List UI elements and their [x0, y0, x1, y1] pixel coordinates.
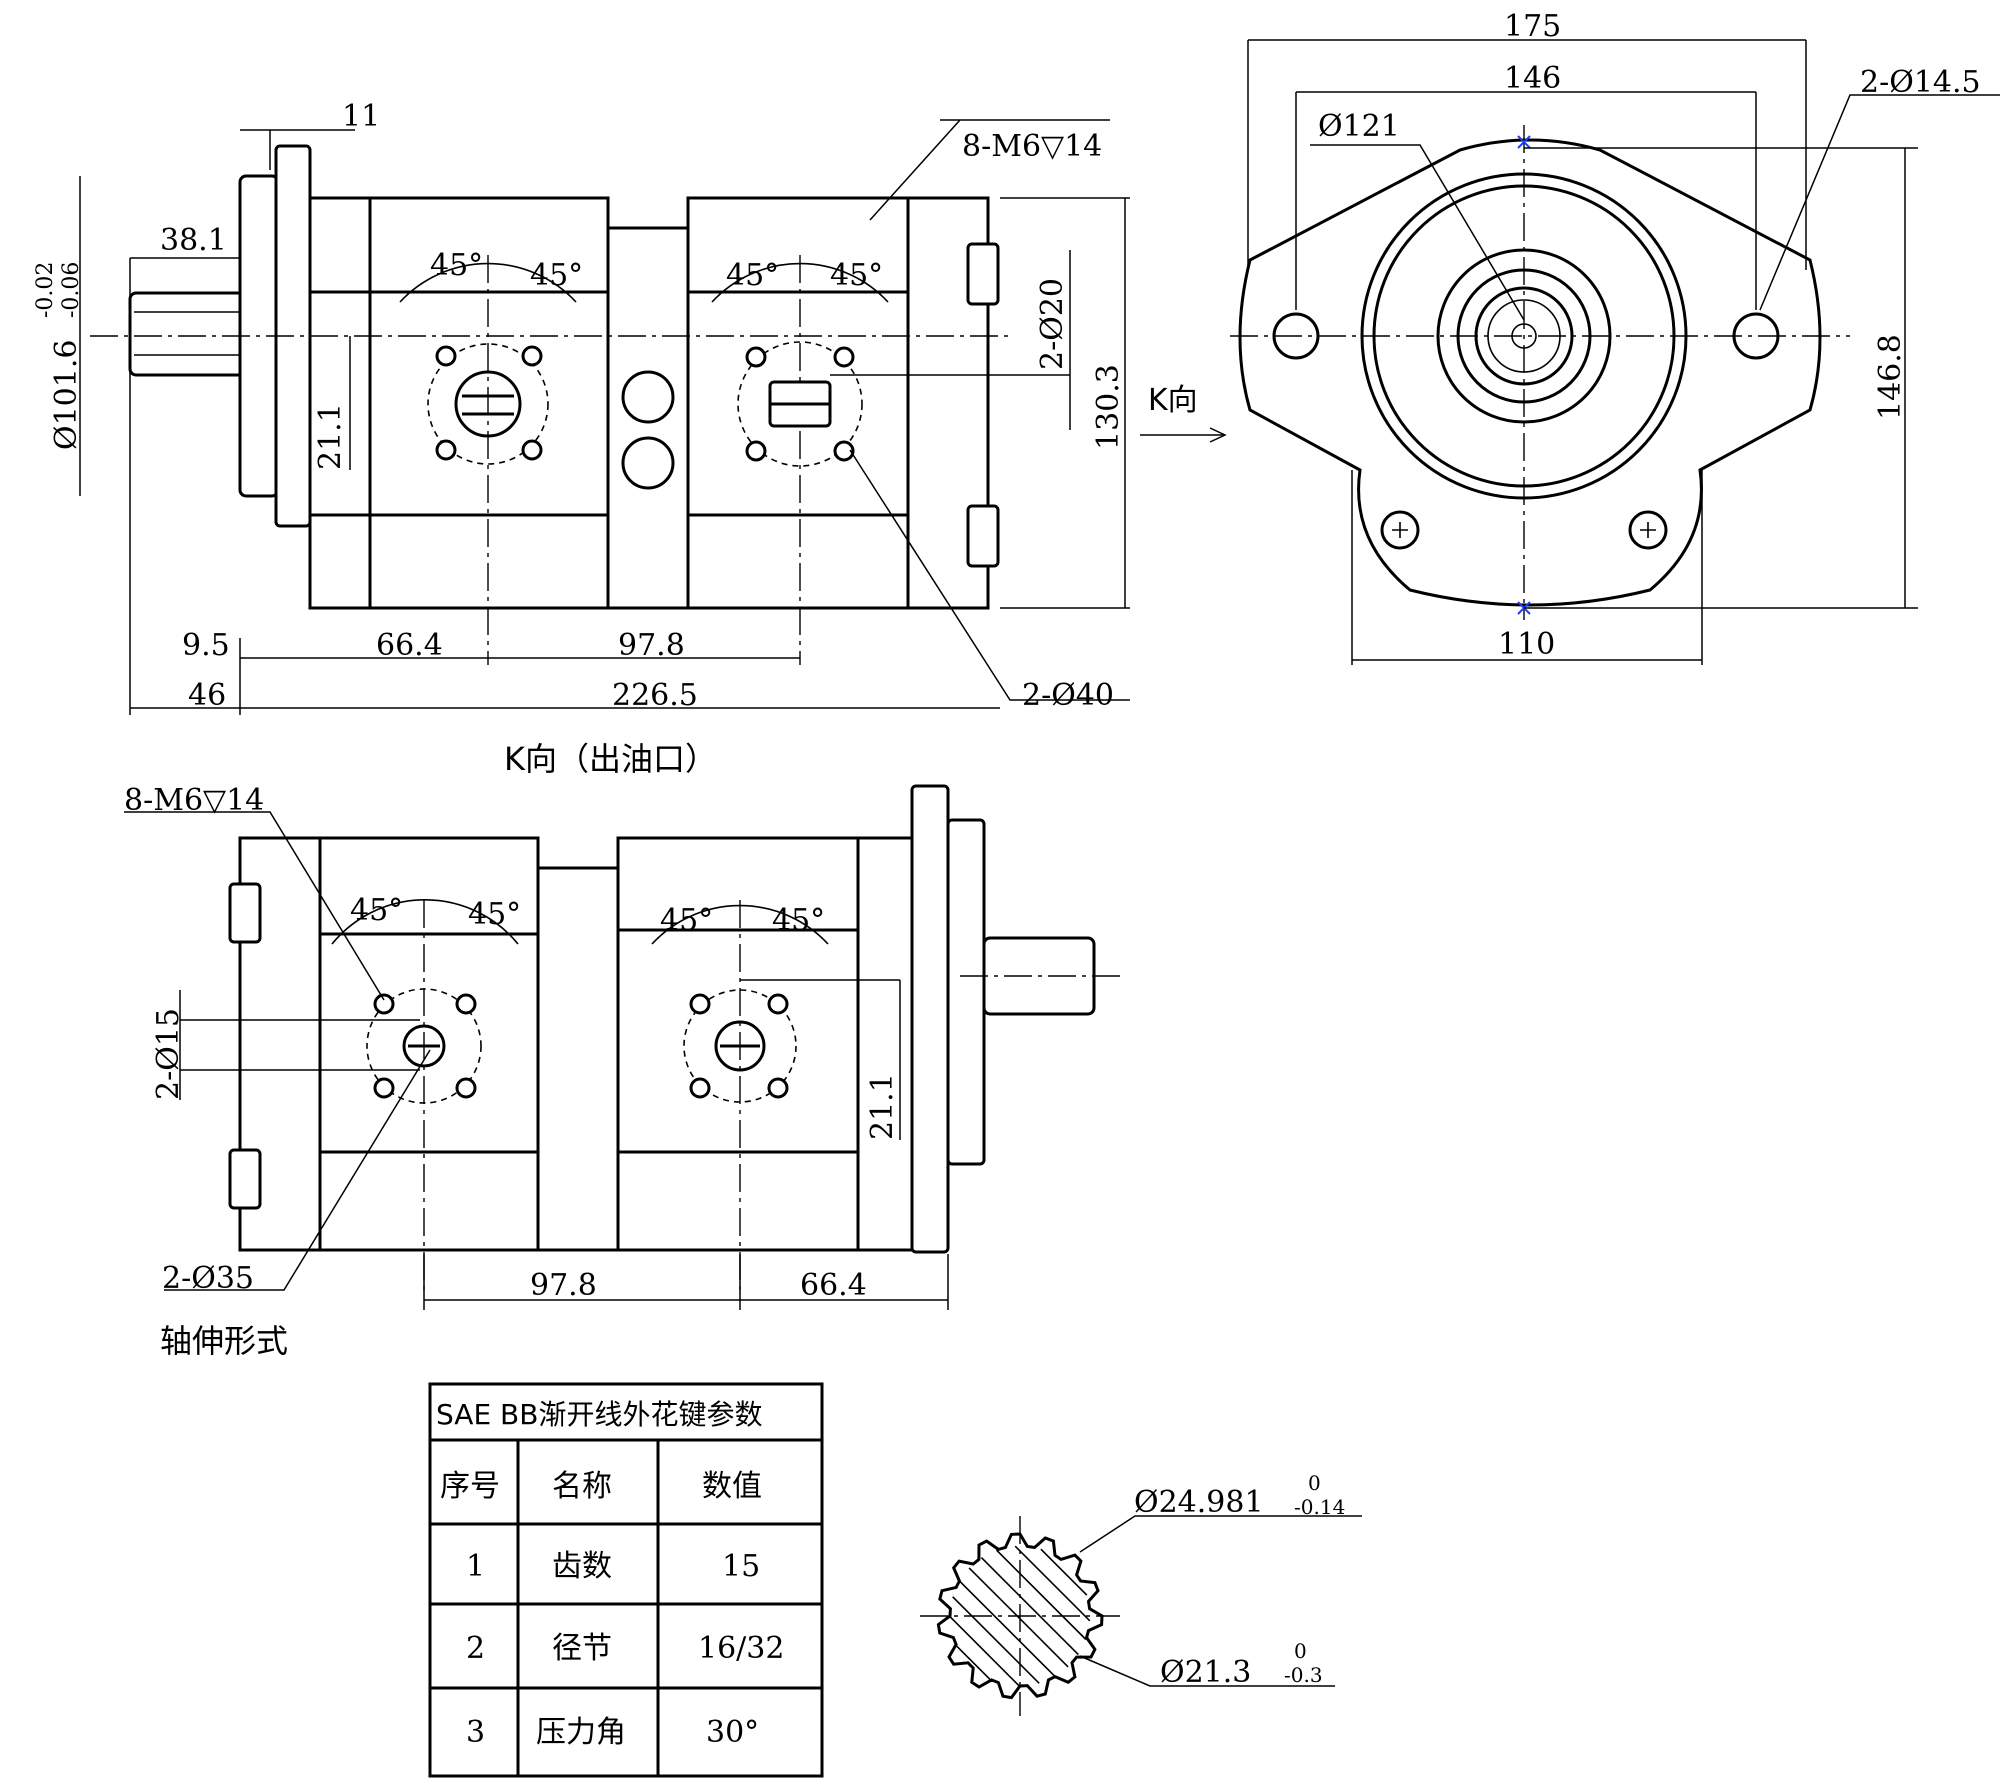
- dim-11: 11: [342, 99, 380, 134]
- k-port-small: [402, 1024, 446, 1068]
- spline-outer-tol-lower: -0.14: [1294, 1495, 1345, 1519]
- table-cell-r3-no: 3: [466, 1715, 485, 1750]
- k-dim-97-8: 97.8: [530, 1268, 597, 1303]
- end-flange: [1238, 138, 1822, 607]
- k-dim-port-dia-15: 2-Ø15: [151, 1008, 186, 1100]
- section-hatch-line: [968, 1567, 1069, 1668]
- spline-parameter-table: [428, 1382, 824, 1778]
- k-dim-port-dia-35: 2-Ø35: [162, 1261, 254, 1296]
- front-view: [79, 119, 1227, 715]
- connector-block: [606, 226, 690, 610]
- dim-21-1: 21.1: [313, 403, 348, 470]
- dim-97-8: 97.8: [618, 628, 685, 663]
- angle-label-1: 45°: [430, 248, 483, 283]
- table-cell-r2-value: 16/32: [698, 1631, 784, 1666]
- dim-dia-121: Ø121: [1318, 109, 1400, 144]
- dim-130-3: 130.3: [1091, 364, 1126, 450]
- dim-38-1: 38.1: [160, 223, 227, 258]
- table-cell-r2-name: 径节: [552, 1631, 612, 1666]
- k-angle-label-3: 45°: [660, 903, 713, 938]
- spline-root-dia: Ø21.3: [1160, 1655, 1251, 1690]
- table-cell-r3-name: 压力角: [536, 1715, 626, 1750]
- k-dim-21-1: 21.1: [865, 1073, 900, 1140]
- dim-9-5: 9.5: [182, 628, 230, 663]
- dim-dia-101-6: Ø101.6: [49, 340, 84, 450]
- section-hatch-line: [1014, 1545, 1091, 1622]
- table-cell-r2-no: 2: [466, 1631, 485, 1666]
- dim-110: 110: [1498, 627, 1555, 662]
- angle-label-4: 45°: [830, 258, 883, 293]
- table-header-value: 数值: [702, 1469, 762, 1504]
- section-hatch-line: [949, 1616, 1020, 1687]
- k-mounting-flange: [910, 784, 950, 1254]
- k-view-title: K向（出油口）: [504, 740, 717, 778]
- angle-label-3: 45°: [726, 258, 779, 293]
- dim-226-5: 226.5: [612, 678, 698, 713]
- table-header-no: 序号: [440, 1469, 500, 1504]
- shaft-form-title: 轴伸形式: [160, 1322, 288, 1360]
- section-hatch-line: [980, 1557, 1079, 1656]
- k-pump-body-2: [318, 836, 540, 1252]
- k-dim-66-4: 66.4: [800, 1268, 867, 1303]
- section-hatch-line: [995, 1549, 1087, 1641]
- spline-outer-tol-upper: 0: [1308, 1471, 1321, 1495]
- dim-46: 46: [188, 678, 226, 713]
- section-hatch-line: [952, 1596, 1040, 1684]
- angle-label-2: 45°: [530, 258, 583, 293]
- table-cell-r1-no: 1: [466, 1549, 485, 1584]
- spline-root-tol-upper: 0: [1294, 1639, 1307, 1663]
- section-hatch-line: [958, 1580, 1056, 1678]
- label-thread-front: 8-M6▽14: [962, 129, 1102, 164]
- k-label-thread: 8-M6▽14: [124, 783, 264, 818]
- section-hatch-line: [1040, 1548, 1088, 1596]
- table-cell-r1-name: 齿数: [552, 1549, 612, 1584]
- inlet-port: [454, 370, 522, 438]
- table-title: SAE BB渐开线外花键参数: [436, 1398, 762, 1431]
- spline-outer-dia: Ø24.981: [1134, 1485, 1264, 1520]
- spline-section: [920, 1515, 1362, 1716]
- table-cell-r1-value: 15: [722, 1549, 760, 1584]
- dim-tol-lower: -0.06: [59, 262, 84, 318]
- k-angle-label-4: 45°: [772, 903, 825, 938]
- k-port-large: [714, 1020, 766, 1072]
- section-hatch-line: [956, 1645, 991, 1680]
- k-angle-label-2: 45°: [468, 897, 521, 932]
- table-cell-r3-value: 30°: [706, 1715, 759, 1750]
- dim-146-8: 146.8: [1873, 334, 1908, 420]
- k-view: [124, 784, 1120, 1310]
- k-angle-label-1: 45°: [350, 893, 403, 928]
- dim-66-4: 66.4: [376, 628, 443, 663]
- side-view: [1230, 39, 2000, 665]
- k-pump-body-1: [616, 836, 860, 1252]
- dim-port-dia-20: 2-Ø20: [1035, 278, 1070, 370]
- k-direction-label: K向: [1148, 383, 1198, 418]
- dim-port-dia-40: 2-Ø40: [1022, 678, 1114, 713]
- spline-root-tol-lower: -0.3: [1284, 1663, 1323, 1687]
- dim-tol-upper: -0.02: [33, 262, 58, 318]
- dim-146: 146: [1504, 61, 1561, 96]
- dim-holes-14-5: 2-Ø14.5: [1860, 65, 1981, 100]
- table-header-name: 名称: [552, 1469, 612, 1504]
- dim-175: 175: [1504, 9, 1561, 44]
